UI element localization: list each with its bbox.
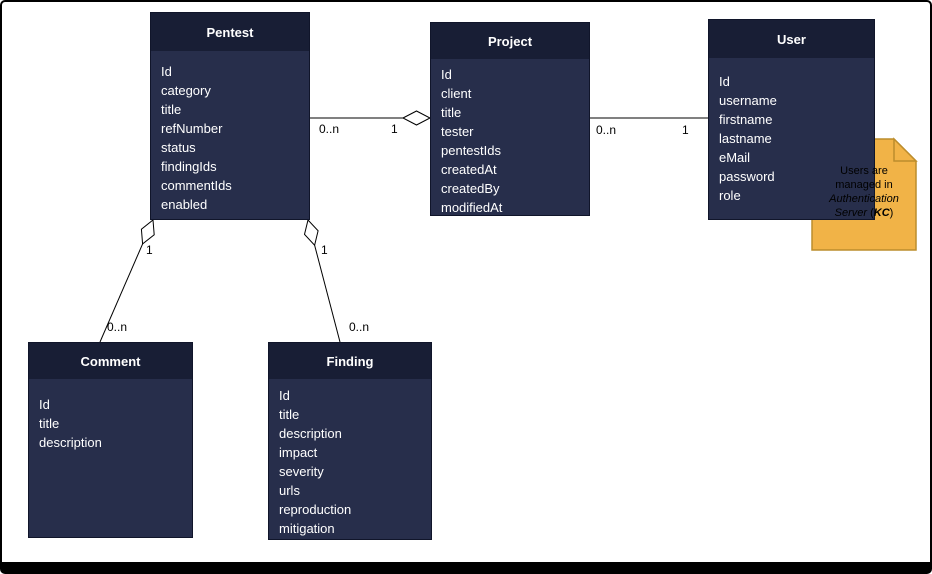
entity-field: description (279, 426, 342, 441)
entity-user-title: User (709, 20, 874, 58)
entity-field: title (39, 416, 60, 431)
entity-finding-fields: Id title description impact severity urls repr… (269, 379, 431, 538)
entity-field: Id (39, 397, 50, 412)
note-line-3: Authentication (829, 193, 899, 205)
entity-field: urls (279, 483, 300, 498)
entity-field: severity (279, 464, 324, 479)
multiplicity-pentest-comment-target: 0..n (107, 320, 128, 334)
entity-comment-title: Comment (29, 343, 192, 379)
entity-user-fields: Id username firstname lastname eMail password… (709, 58, 874, 205)
entity-finding-title: Finding (269, 343, 431, 379)
note-line-4: Server (KC) (834, 207, 894, 219)
multiplicity-project-user-target: 1 (682, 123, 689, 137)
entity-field: title (161, 102, 182, 117)
entity-field: tester (441, 124, 474, 139)
multiplicity-pentest-comment-source: 1 (146, 243, 153, 257)
entity-field: role (719, 188, 741, 203)
entity-field: pentestIds (441, 143, 501, 158)
entity-field: firstname (719, 112, 773, 127)
multiplicity-project-user-source: 0..n (596, 123, 617, 137)
aggregation-diamond-comment (140, 219, 155, 245)
entity-field: reproduction (279, 502, 352, 517)
entity-project: Project Id client title tester pentestIds cre… (430, 22, 590, 216)
entity-pentest: Pentest Id category title refNumber status fi… (150, 12, 310, 220)
entity-field: commentIds (161, 178, 232, 193)
note-line-1: Users are (840, 165, 888, 177)
entity-field: lastname (719, 131, 772, 146)
entity-comment: Comment Id title description (28, 342, 193, 538)
entity-field: client (441, 86, 472, 101)
multiplicity-pentest-finding-target: 0..n (349, 320, 370, 334)
entity-field: Id (161, 64, 172, 79)
sticky-note-text: Users are managed in Authentication Serv… (814, 164, 914, 220)
entity-pentest-title: Pentest (151, 13, 309, 51)
entity-field: title (441, 105, 462, 120)
entity-field: mitigation (279, 521, 335, 536)
entity-field: description (39, 435, 102, 450)
entity-field: Id (441, 67, 452, 82)
entity-field: modifiedAt (441, 200, 503, 215)
entity-field: title (279, 407, 300, 422)
entity-field: enabled (161, 197, 208, 212)
entity-field: username (719, 93, 777, 108)
entity-field: Id (719, 74, 730, 89)
sticky-note-fold (893, 137, 918, 162)
entity-field: password (719, 169, 775, 184)
entity-field: category (161, 83, 211, 98)
multiplicity-pentest-project-target: 1 (391, 122, 398, 136)
entity-field: createdBy (441, 181, 500, 196)
entity-project-fields: Id client title tester pentestIds createdAt cr… (431, 59, 589, 217)
entity-field: impact (279, 445, 318, 460)
entity-field: refNumber (161, 121, 223, 136)
aggregation-diamond-project (401, 110, 432, 126)
entity-field: eMail (719, 150, 751, 165)
entity-project-title: Project (431, 23, 589, 59)
entity-pentest-fields: Id category title refNumber status findingIds… (151, 51, 309, 214)
multiplicity-pentest-project-source: 0..n (319, 122, 340, 136)
entity-field: status (161, 140, 196, 155)
entity-field: Id (279, 388, 290, 403)
entity-field: createdAt (441, 162, 497, 177)
entity-finding: Finding Id title description impact severity… (268, 342, 432, 540)
entity-field: findingIds (161, 159, 217, 174)
entity-comment-fields: Id title description (29, 379, 192, 452)
multiplicity-pentest-finding-source: 1 (321, 243, 328, 257)
aggregation-diamond-finding (303, 218, 319, 247)
note-line-2: managed in (835, 179, 893, 191)
entity-user: User Id username firstname lastname eMail pas… (708, 19, 875, 220)
